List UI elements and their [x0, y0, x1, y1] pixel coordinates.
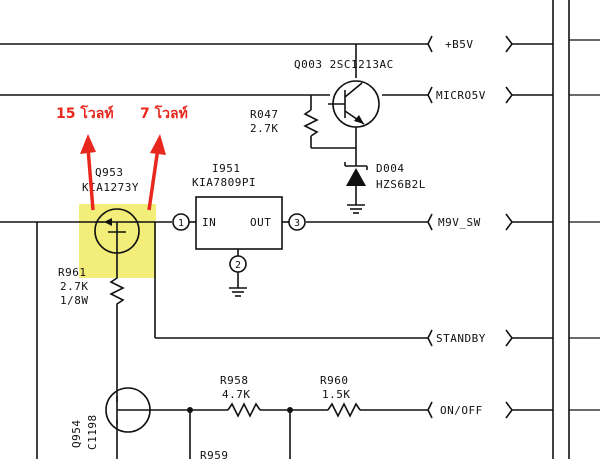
label-r047-ref: R047	[250, 108, 279, 121]
label-r959-ref: R959	[200, 449, 229, 459]
label-r958-val: 4.7K	[222, 388, 251, 401]
arrow-left	[80, 134, 96, 211]
net-tag-b5v: +B5V	[427, 35, 513, 53]
net-tag-on-off: ON/OFF	[427, 401, 513, 419]
net-label-m9v-sw: M9V_SW	[438, 216, 481, 229]
net-label-on-off: ON/OFF	[440, 404, 483, 417]
net-tag-m9v-sw: M9V_SW	[427, 213, 513, 231]
net-tag-micro5v: MICRO5V	[427, 86, 513, 104]
label-r961-watt: 1/8W	[60, 294, 89, 307]
label-r961-ref: R961	[58, 266, 87, 279]
regulator-i951	[172, 196, 306, 297]
connector-ticks	[569, 39, 600, 411]
resistor-r047	[303, 109, 319, 137]
label-r960-ref: R960	[320, 374, 349, 387]
net-label-micro5v: MICRO5V	[436, 89, 486, 102]
label-d004-part: HZS6B2L	[376, 178, 426, 191]
label-i951-part: KIA7809PI	[192, 176, 256, 189]
annotation-7v: 7 โวลท์	[140, 104, 188, 122]
transistor-q954	[105, 387, 190, 459]
net-label-standby: STANDBY	[436, 332, 486, 345]
resistor-r961	[109, 262, 125, 390]
label-q954-ref: Q954	[70, 420, 83, 449]
label-q953-part: KIA1273Y	[82, 181, 139, 194]
label-d004-ref: D004	[376, 162, 405, 175]
ic-pin-2: 2	[235, 260, 241, 271]
ic-pin-3: 3	[294, 218, 300, 229]
zener-d004	[344, 160, 368, 214]
ic-pin-out-label: OUT	[250, 216, 271, 229]
ic-pin-in-label: IN	[202, 216, 216, 229]
net-label-b5v: +B5V	[445, 38, 474, 51]
transistor-q003	[328, 80, 380, 128]
resistor-r960	[327, 402, 361, 418]
label-r958-ref: R958	[220, 374, 249, 387]
label-q003: Q003 2SC1213AC	[294, 58, 394, 71]
net-tag-standby: STANDBY	[427, 329, 513, 347]
label-r961-val: 2.7K	[60, 280, 89, 293]
label-i951-ref: I951	[212, 162, 241, 175]
label-r960-val: 1.5K	[322, 388, 351, 401]
ic-pin-1: 1	[178, 218, 184, 229]
resistor-r958	[227, 402, 261, 418]
label-q953-ref: Q953	[95, 166, 124, 179]
transistor-q953	[94, 208, 140, 262]
label-r047-val: 2.7K	[250, 122, 279, 135]
annotation-15v: 15 โวลท์	[56, 104, 114, 122]
label-q954-part: C1198	[86, 414, 99, 450]
arrow-right	[147, 134, 166, 211]
